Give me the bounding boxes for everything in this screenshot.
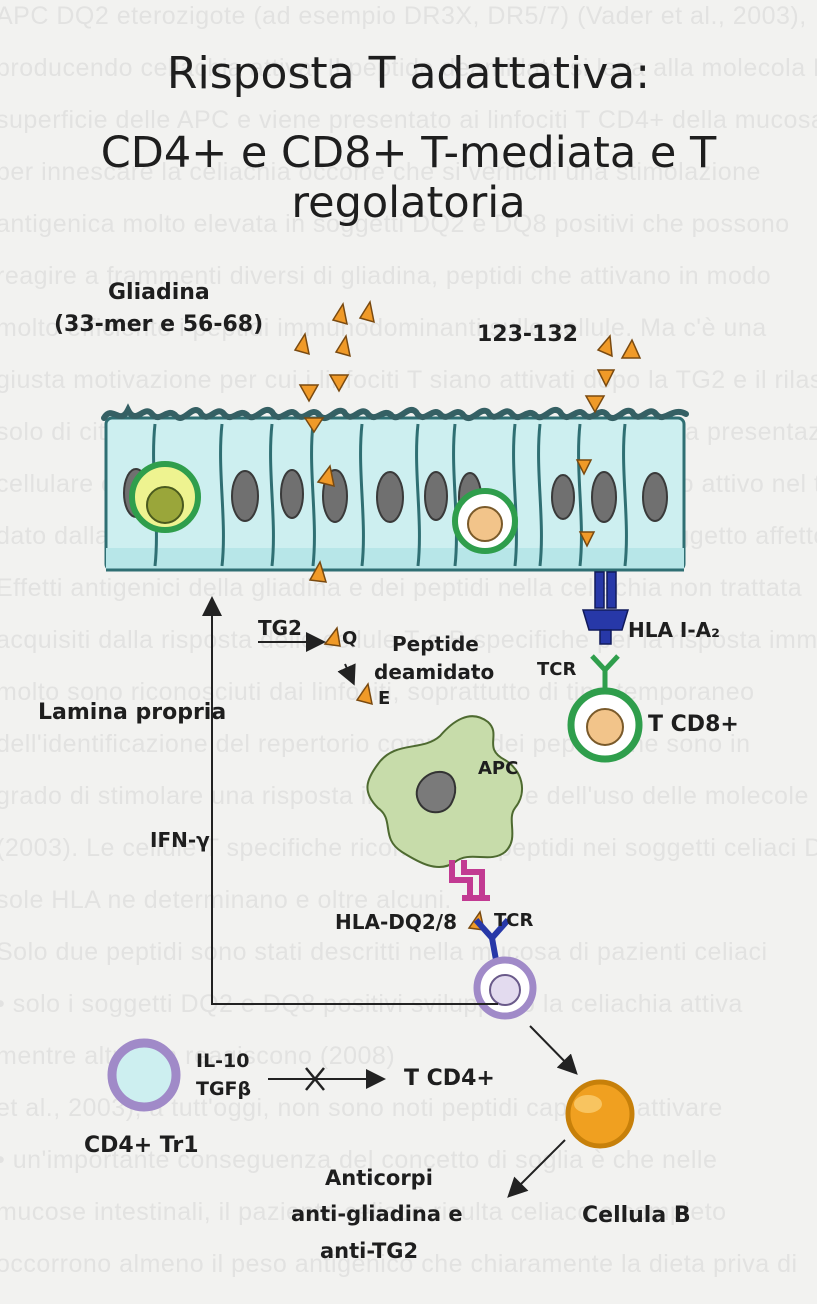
hla-i-label: HLA I-A₂ <box>628 618 720 642</box>
antibodies-label-1: Anticorpi <box>325 1166 433 1190</box>
arrows <box>212 600 575 1195</box>
t-cd4-cell <box>477 960 533 1016</box>
peptide-icon <box>330 375 348 391</box>
b-to-antibodies-arrow <box>510 1140 565 1195</box>
peptide-icon <box>336 336 350 356</box>
deamidated-label: deamidato <box>374 660 494 684</box>
hla-dq-label: HLA-DQ2/8 <box>335 910 457 934</box>
hla-dq-molecule <box>452 860 490 898</box>
apc-label: APC <box>478 758 518 779</box>
cd4-to-b-arrow <box>530 1026 575 1072</box>
b-cell-label: Cellula B <box>582 1203 691 1228</box>
iel-cell <box>132 464 198 530</box>
il10-label: IL-10 <box>196 1050 250 1072</box>
gliadina-label: Gliadina <box>108 280 210 305</box>
peptide-icon <box>622 340 640 358</box>
peptide-icon <box>325 628 340 646</box>
peptide-icon <box>357 684 372 704</box>
peptide-icon <box>598 370 614 386</box>
cd4-tr1-label: CD4+ Tr1 <box>84 1133 199 1158</box>
peptide-icon <box>333 304 347 324</box>
tg2-label: TG2 <box>258 616 302 640</box>
peptide-123-label: 123-132 <box>477 322 578 347</box>
tcr-cd8-label: TCR <box>537 659 576 680</box>
antibodies-label-2: anti-gliadina e <box>291 1202 463 1226</box>
lamina-propria-label: Lamina propria <box>38 700 226 725</box>
ifn-gamma-label: IFN-γ <box>150 828 210 852</box>
antibodies-label-3: anti-TG2 <box>320 1239 418 1263</box>
tgf-beta-label: TGFβ <box>196 1078 251 1100</box>
peptide-label: Peptide <box>392 632 479 656</box>
tcr-cd4-label: TCR <box>494 910 533 931</box>
epithelial-t-cell <box>455 491 515 551</box>
tcr-cd8-receptor <box>592 656 618 690</box>
glutamine-label: Q <box>342 628 357 649</box>
t-cd4-label: T CD4+ <box>404 1066 495 1091</box>
peptide-icon <box>598 336 612 356</box>
peptide-icon <box>295 334 309 354</box>
deamidation-arrow <box>345 664 353 682</box>
t-cd8-cell <box>571 691 639 759</box>
apc-cell <box>367 716 522 867</box>
gliadina-peptides-label: (33-mer e 56-68) <box>54 312 263 337</box>
b-cell <box>568 1082 632 1146</box>
hla-class-i-molecule <box>583 572 628 644</box>
peptide-icon <box>360 302 374 322</box>
peptide-icon <box>300 385 318 401</box>
glutamate-label: E <box>378 688 390 709</box>
cd4-tr1-cell <box>112 1043 176 1107</box>
t-cd8-label: T CD8+ <box>648 712 739 737</box>
